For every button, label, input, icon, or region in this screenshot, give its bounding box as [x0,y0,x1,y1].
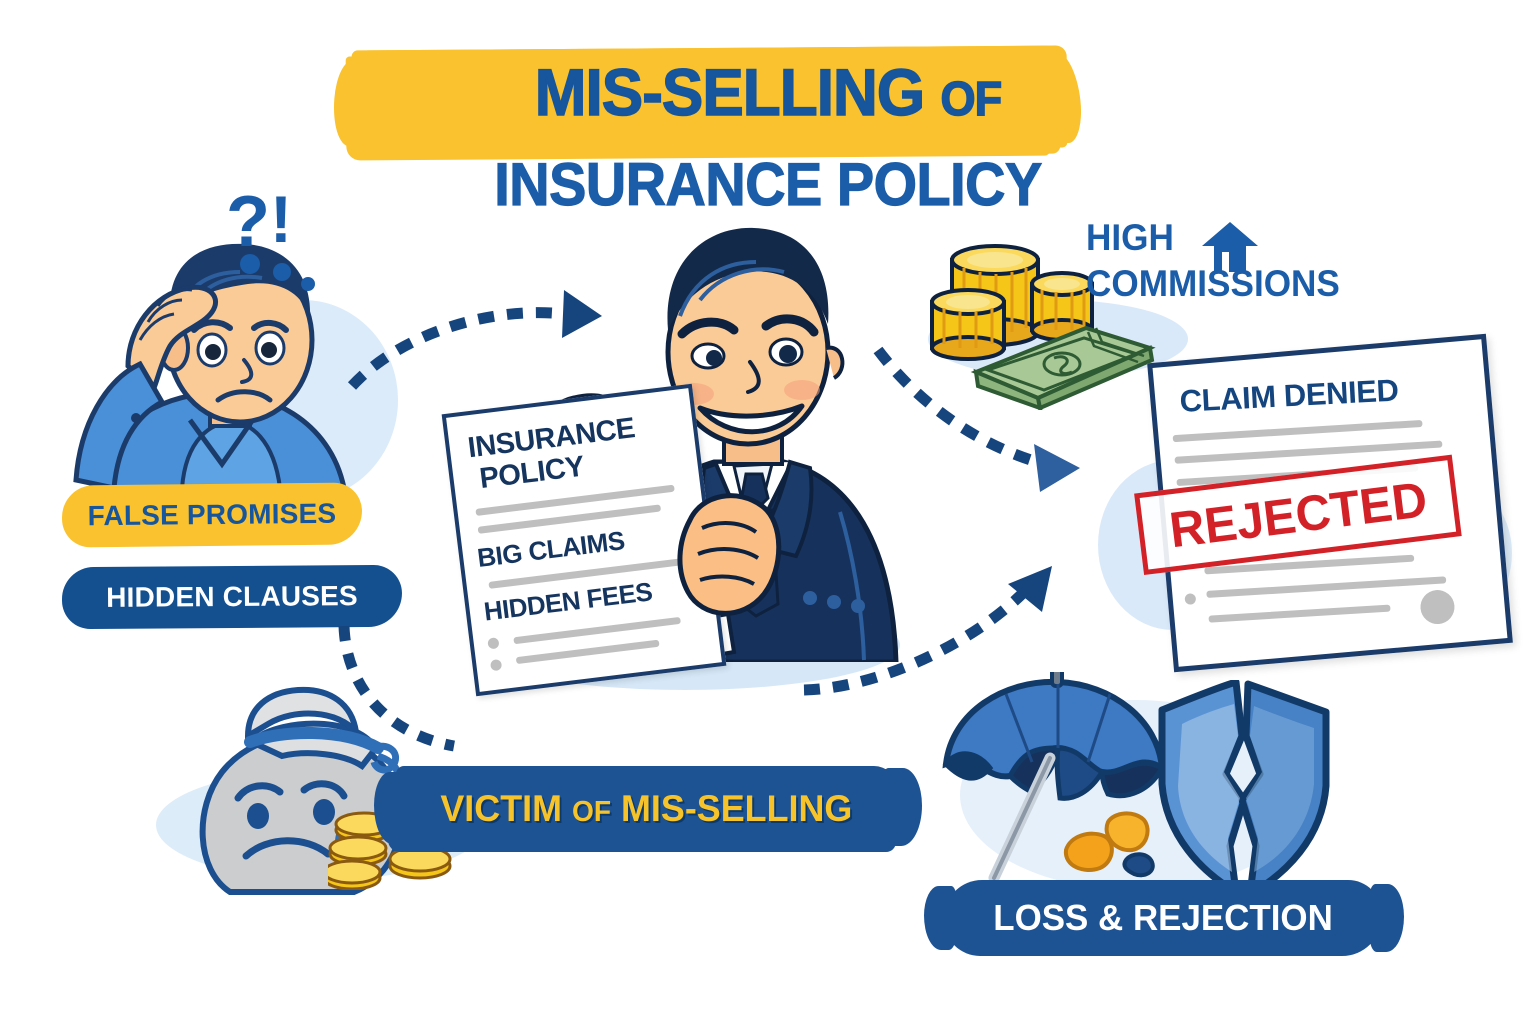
broken-umbrella-icon [942,672,1166,884]
cash-bundle-icon [970,325,1156,410]
label-false-promises[interactable]: FALSE PROMISES [61,482,363,548]
high-commissions-line1: HIGH [1086,217,1174,258]
claim-doc-bullet [1184,593,1197,605]
coin-stack-icon [930,244,1094,361]
high-commissions-label: HIGH COMMISSIONS [1086,216,1346,308]
claim-doc-rule [1172,419,1423,443]
victim-banner-suffix: MIS-SELLING [620,788,852,829]
victim-banner-text: VICTIM OF MIS-SELLING [440,788,852,830]
policy-to-victim-arrow [338,625,455,752]
high-commissions-line2: COMMISSIONS [1086,263,1340,304]
claim-denied-document[interactable]: CLAIM DENIED REJECTED [1134,333,1513,673]
claim-doc-rule [1206,576,1447,598]
svg-text:?: ? [226,184,270,262]
claim-doc-rule [1208,604,1391,623]
page-title-line1: MIS-SELLING OF [46,54,1490,130]
commission-to-claim-arrow [873,346,1080,492]
svg-text:!: ! [270,184,292,256]
up-arrow-icon [1202,222,1258,272]
claim-doc-title: CLAIM DENIED [1178,372,1400,419]
cracked-shield-icon [1158,680,1330,898]
policy-doc-item-0: BIG CLAIMS [475,525,627,574]
title-of-text: OF [940,72,1003,127]
victim-banner-of: OF [571,796,611,828]
page-title-line2: INSURANCE POLICY [494,150,1043,218]
falling-coins-icon [1063,811,1155,878]
victim-banner-prefix: VICTIM [440,788,562,829]
loss-and-rejection-banner[interactable]: LOSS & REJECTION [924,880,1404,956]
agent-right-hand-icon [677,493,782,616]
claim-doc-seal [1419,588,1456,626]
title-main-text: MIS-SELLING [534,54,926,130]
loss-banner-text: LOSS & REJECTION [993,897,1333,938]
label-false-promises-text: FALSE PROMISES [87,497,337,532]
confused-person-icon [73,243,347,488]
question-exclamation-icon: ? ! [226,184,315,291]
victim-of-mis-selling-banner[interactable]: VICTIM OF MIS-SELLING [374,766,922,852]
customer-to-agent-arrow [347,290,602,390]
label-hidden-clauses-text: HIDDEN CLAUSES [106,580,358,613]
victim-to-claim-arrow [803,566,1052,696]
